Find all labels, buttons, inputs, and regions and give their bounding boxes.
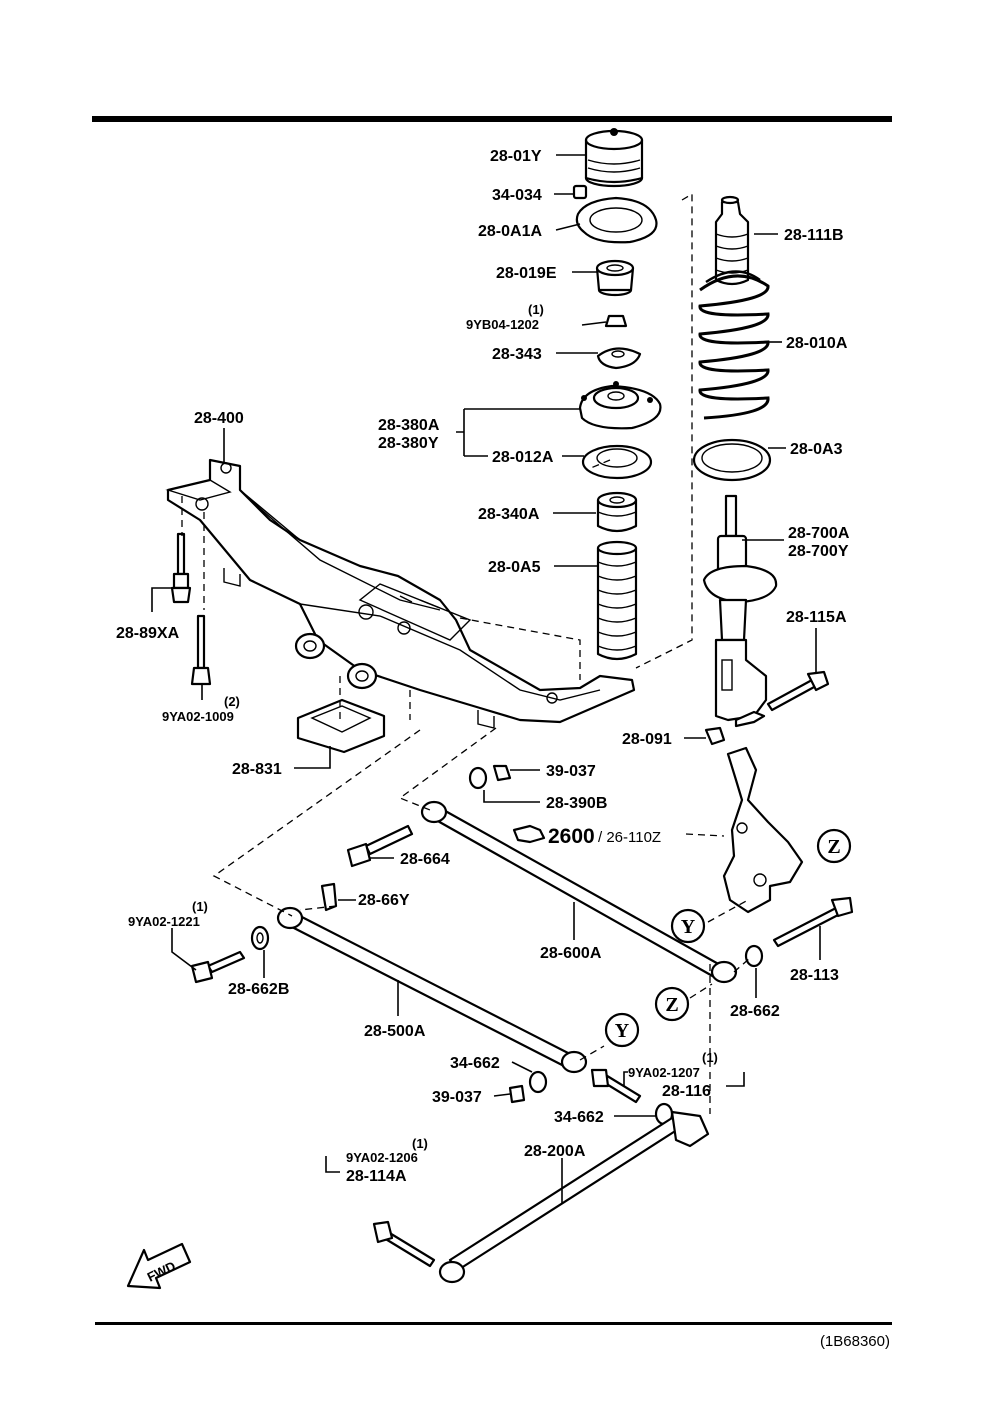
label-28-380Y: 28-380Y bbox=[378, 435, 439, 452]
part-labels: 28-01Y 34-034 28-0A1A 28-019E (1) 9YB04-… bbox=[116, 148, 890, 1350]
link-bolt-left bbox=[190, 950, 246, 984]
spring-bumper-boot bbox=[714, 195, 750, 286]
rear-crossmember bbox=[165, 458, 636, 729]
label-28-390B: 28-390B bbox=[546, 795, 607, 812]
label-34-034: 34-034 bbox=[492, 187, 542, 204]
svg-text:Y: Y bbox=[615, 1020, 630, 1042]
link-washer-left bbox=[250, 925, 270, 951]
trailing-bolt-upper bbox=[590, 1068, 642, 1104]
mount-nut bbox=[572, 184, 588, 200]
label-28-662B: 28-662B bbox=[228, 981, 289, 998]
label-28-662: 28-662 bbox=[730, 1003, 780, 1020]
label-9YB04-1202: 9YB04-1202 bbox=[466, 317, 539, 332]
crossmember-bolt bbox=[190, 614, 212, 686]
callout-y-mid: Y bbox=[670, 908, 706, 944]
crossmember-pad bbox=[296, 698, 386, 754]
label-28-01Y: 28-01Y bbox=[490, 148, 542, 165]
label-28-113: 28-113 bbox=[790, 967, 839, 984]
label-28-200A: 28-200A bbox=[524, 1143, 586, 1160]
knuckle-washer bbox=[744, 944, 764, 968]
label-28-091: 28-091 bbox=[622, 731, 672, 748]
lower-lateral-link bbox=[276, 906, 588, 1074]
label-9YA02-1221: 9YA02-1221 bbox=[128, 914, 200, 929]
label-28-010A: 28-010A bbox=[786, 335, 848, 352]
label-28-0A5: 28-0A5 bbox=[488, 559, 541, 576]
link-bolt-upper bbox=[346, 824, 414, 868]
label-9YA02-1207: 9YA02-1207 bbox=[628, 1065, 700, 1080]
label-9YA02-1009: 9YA02-1009 bbox=[162, 709, 234, 724]
label-28-831: 28-831 bbox=[232, 761, 282, 778]
lock-nut bbox=[604, 314, 628, 328]
label-28-700Y: 28-700Y bbox=[788, 543, 849, 560]
reference-pointer-icon bbox=[512, 824, 546, 844]
label-28-66Y: 28-66Y bbox=[358, 892, 410, 909]
label-28-600A: 28-600A bbox=[540, 945, 602, 962]
callout-y-bottom: Y bbox=[604, 1012, 640, 1048]
top-rule bbox=[92, 116, 892, 122]
qty-9YA02-1206: (1) bbox=[412, 1136, 428, 1151]
label-28-380A: 28-380A bbox=[378, 417, 440, 434]
label-28-116: 28-116 bbox=[662, 1083, 711, 1100]
label-28-019E: 28-019E bbox=[496, 265, 557, 282]
strut-bolt bbox=[766, 670, 830, 712]
label-28-664: 28-664 bbox=[400, 851, 450, 868]
label-34-662-right: 34-662 bbox=[554, 1109, 604, 1126]
label-28-0A3: 28-0A3 bbox=[790, 441, 843, 458]
dashed-guides bbox=[181, 192, 751, 1114]
link-bushing-bottom bbox=[508, 1070, 548, 1104]
knuckle-bolt bbox=[772, 896, 854, 948]
label-28-700A: 28-700A bbox=[788, 525, 850, 542]
label-28-111B: 28-111B bbox=[784, 227, 844, 244]
link-bushing-top bbox=[468, 764, 512, 790]
trailing-link bbox=[438, 1110, 710, 1284]
ref-26-110Z: / 26-110Z bbox=[598, 829, 661, 846]
spring-upper-seat bbox=[581, 444, 653, 480]
svg-text:Y: Y bbox=[681, 916, 696, 938]
svg-text:Z: Z bbox=[827, 836, 840, 858]
coil-spring bbox=[698, 270, 770, 420]
mount-plate bbox=[575, 196, 658, 244]
label-39-037-top: 39-037 bbox=[546, 763, 596, 780]
shock-absorber bbox=[702, 494, 778, 728]
label-34-662-left: 34-662 bbox=[450, 1055, 500, 1072]
label-28-89XA: 28-89XA bbox=[116, 625, 180, 642]
label-39-037-bottom: 39-037 bbox=[432, 1089, 482, 1106]
upper-bushing bbox=[595, 259, 635, 297]
qty-9YA02-1207: (1) bbox=[702, 1050, 718, 1065]
label-28-115A: 28-115A bbox=[786, 609, 847, 626]
label-9YA02-1206: 9YA02-1206 bbox=[346, 1150, 418, 1165]
label-28-114A: 28-114A bbox=[346, 1168, 407, 1185]
upper-lateral-link bbox=[420, 800, 738, 984]
leader-lines bbox=[151, 154, 821, 1204]
strut-upper-mount bbox=[578, 381, 662, 430]
bound-stopper-cap bbox=[584, 128, 644, 188]
callout-z-top: Z bbox=[816, 828, 852, 864]
qty-9YA02-1221: (1) bbox=[192, 899, 208, 914]
label-28-012A: 28-012A bbox=[492, 449, 554, 466]
crossmember-stud bbox=[170, 532, 192, 604]
dust-boot bbox=[596, 540, 638, 661]
label-28-0A1A: 28-0A1A bbox=[478, 223, 542, 240]
qty-9YB04-1202: (1) bbox=[528, 302, 544, 317]
strut-nut bbox=[704, 726, 726, 746]
svg-text:Z: Z bbox=[665, 994, 678, 1016]
trailing-bolt-lower bbox=[372, 1220, 436, 1268]
label-28-340A: 28-340A bbox=[478, 506, 540, 523]
washer bbox=[596, 347, 642, 370]
diagram-code: (1B68360) bbox=[820, 1333, 890, 1350]
bump-stopper bbox=[596, 491, 638, 533]
label-28-400: 28-400 bbox=[194, 410, 244, 427]
forward-arrow-icon: FWD bbox=[126, 1242, 192, 1290]
bottom-rule bbox=[95, 1322, 892, 1325]
label-28-500A: 28-500A bbox=[364, 1023, 426, 1040]
qty-9YA02-1009: (2) bbox=[224, 694, 240, 709]
label-28-343: 28-343 bbox=[492, 346, 542, 363]
ref-2600: 2600 bbox=[548, 825, 595, 848]
spring-lower-seat bbox=[692, 438, 772, 482]
callout-z-mid: Z bbox=[654, 986, 690, 1022]
rear-knuckle bbox=[722, 746, 804, 914]
